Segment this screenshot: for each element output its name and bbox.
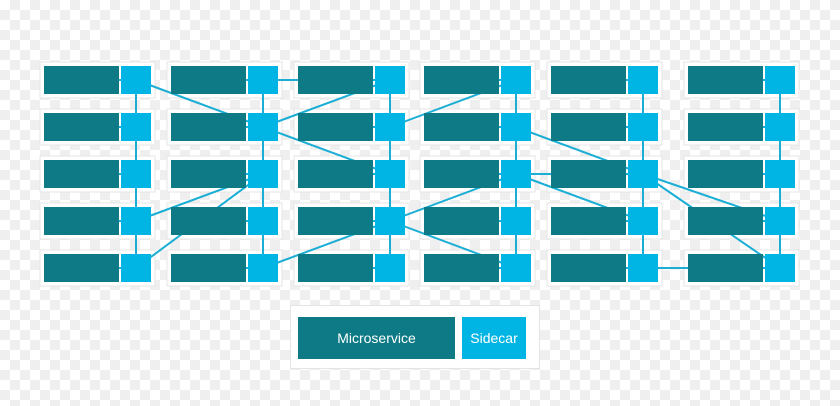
- microservice-box: [298, 113, 373, 141]
- sidecar-box: [375, 207, 405, 235]
- sidecar-box: [501, 113, 531, 141]
- sidecar-box: [248, 207, 278, 235]
- legend: Microservice Sidecar: [290, 305, 540, 369]
- microservice-box: [171, 254, 246, 282]
- microservice-box: [171, 207, 246, 235]
- legend-sidecar: Sidecar: [462, 317, 526, 359]
- sidecar-box: [628, 113, 658, 141]
- sidecar-box: [121, 160, 151, 188]
- sidecar-box: [628, 207, 658, 235]
- microservice-box: [298, 254, 373, 282]
- microservice-box: [551, 66, 626, 94]
- sidecar-box: [248, 66, 278, 94]
- sidecar-box: [628, 254, 658, 282]
- microservice-box: [424, 207, 499, 235]
- microservice-box: [688, 160, 763, 188]
- sidecar-box: [248, 160, 278, 188]
- microservice-box: [298, 207, 373, 235]
- microservice-box: [44, 160, 119, 188]
- sidecar-box: [375, 160, 405, 188]
- sidecar-box: [248, 254, 278, 282]
- microservice-box: [551, 113, 626, 141]
- sidecar-box: [501, 207, 531, 235]
- microservice-box: [688, 66, 763, 94]
- sidecar-box: [375, 254, 405, 282]
- service-mesh-diagram: [39, 61, 800, 287]
- microservice-box: [688, 113, 763, 141]
- sidecar-box: [765, 254, 795, 282]
- sidecar-box: [628, 160, 658, 188]
- sidecar-box: [121, 66, 151, 94]
- microservice-box: [298, 160, 373, 188]
- sidecar-box: [121, 254, 151, 282]
- sidecar-box: [765, 113, 795, 141]
- microservice-box: [551, 160, 626, 188]
- sidecar-box: [765, 207, 795, 235]
- microservice-box: [44, 113, 119, 141]
- microservice-box: [171, 66, 246, 94]
- service-cards-layer: [39, 61, 800, 287]
- sidecar-box: [375, 113, 405, 141]
- microservice-box: [551, 254, 626, 282]
- microservice-box: [44, 66, 119, 94]
- microservice-box: [551, 207, 626, 235]
- sidecar-box: [765, 66, 795, 94]
- sidecar-box: [501, 254, 531, 282]
- sidecar-box: [248, 113, 278, 141]
- sidecar-box: [501, 66, 531, 94]
- microservice-box: [44, 207, 119, 235]
- legend-microservice: Microservice: [298, 317, 455, 359]
- sidecar-box: [121, 207, 151, 235]
- microservice-box: [298, 66, 373, 94]
- microservice-box: [688, 207, 763, 235]
- service-boxes-layer: [44, 66, 795, 282]
- sidecar-box: [375, 66, 405, 94]
- microservice-box: [424, 66, 499, 94]
- microservice-box: [44, 254, 119, 282]
- microservice-box: [424, 113, 499, 141]
- microservice-box: [171, 160, 246, 188]
- sidecar-box: [501, 160, 531, 188]
- microservice-box: [171, 113, 246, 141]
- microservice-box: [688, 254, 763, 282]
- sidecar-box: [121, 113, 151, 141]
- microservice-box: [424, 254, 499, 282]
- sidecar-box: [765, 160, 795, 188]
- microservice-box: [424, 160, 499, 188]
- sidecar-box: [628, 66, 658, 94]
